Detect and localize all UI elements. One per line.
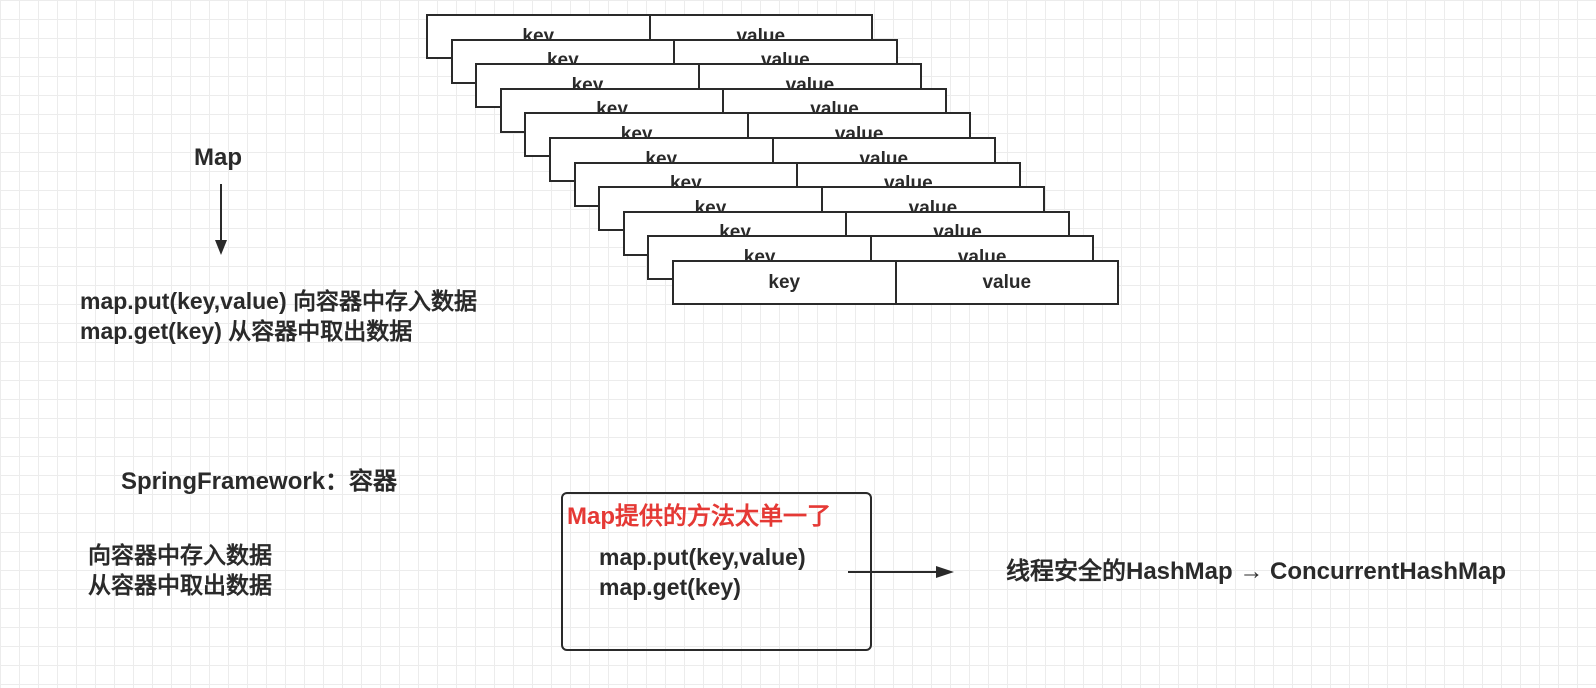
container-fetch-line: 从容器中取出数据 [88, 572, 272, 598]
callout-get-line: map.get(key) [599, 574, 741, 600]
callout-box: Map提供的方法太单一了 map.put(key,value) map.get(… [561, 492, 872, 651]
right-arrow-icon [848, 566, 954, 578]
map-put-description: map.put(key,value) 向容器中存入数据 [80, 288, 478, 314]
threadsafe-text: 线程安全的HashMap → ConcurrentHashMap [1006, 558, 1507, 585]
kv-key-cell: key [674, 262, 897, 303]
map-get-description: map.get(key) 从容器中取出数据 [80, 318, 413, 344]
kv-value-cell: value [982, 271, 1032, 293]
down-arrow-icon [215, 184, 227, 255]
spring-title: SpringFramework：容器 [121, 468, 398, 495]
kv-entry: key value [672, 260, 1119, 305]
map-title: Map [194, 144, 242, 171]
callout-put-line: map.put(key,value) [599, 544, 806, 570]
callout-title: Map提供的方法太单一了 [567, 503, 831, 530]
container-store-line: 向容器中存入数据 [88, 542, 272, 568]
